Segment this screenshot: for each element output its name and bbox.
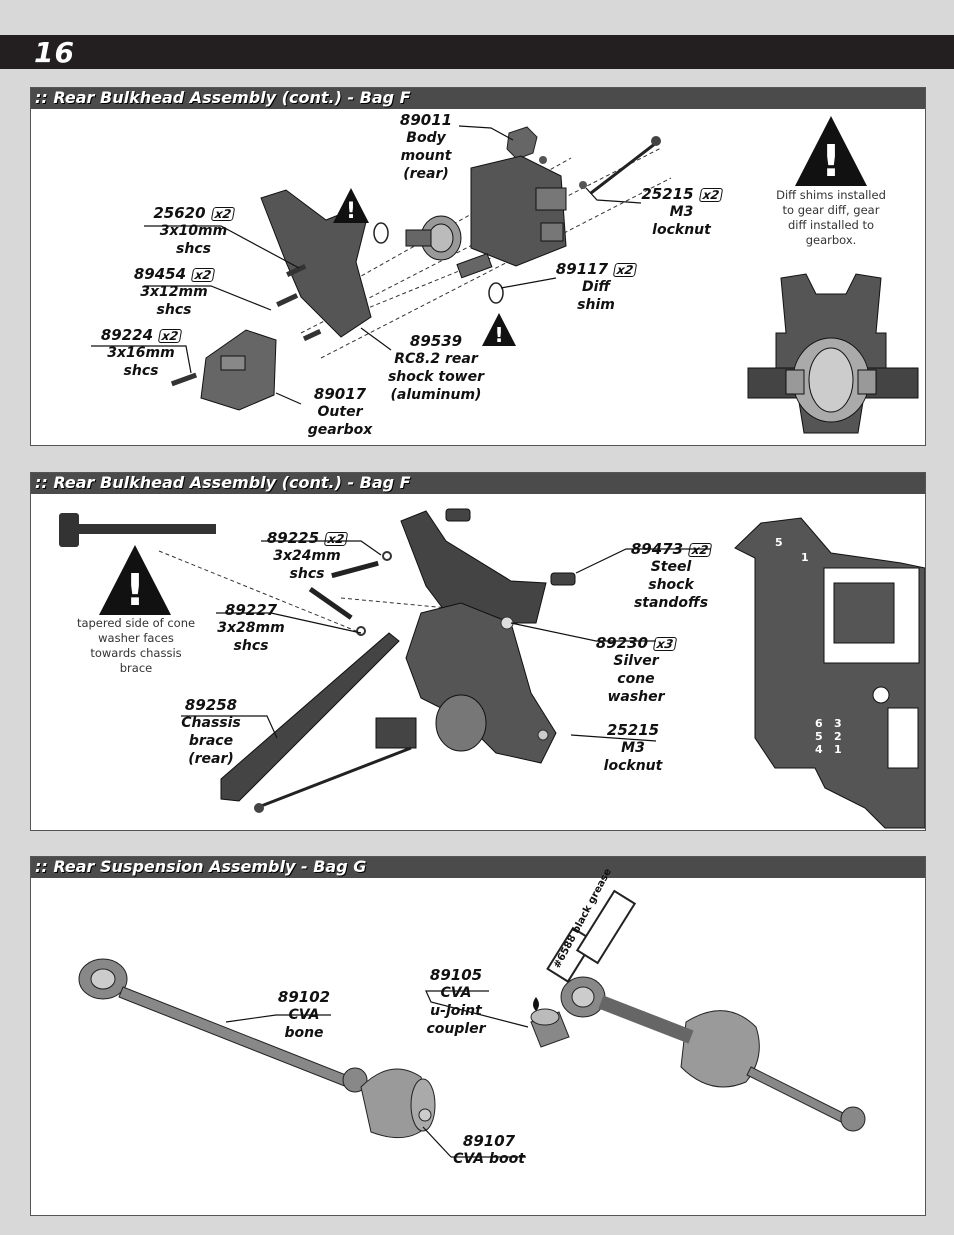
- diff-shim-note: Diff shims installed to gear diff, gear …: [776, 188, 886, 247]
- chassis-marker: 4: [815, 743, 823, 756]
- diff-shim-icon: [373, 222, 389, 244]
- svg-text:!: !: [494, 323, 503, 347]
- panel-title: :: Rear Bulkhead Assembly (cont.) - Bag …: [35, 88, 411, 107]
- chassis-marker: 3: [834, 717, 842, 730]
- chassis-marker: 1: [801, 551, 809, 564]
- diff-shim-icon: [488, 282, 504, 304]
- svg-text:!: !: [821, 136, 841, 187]
- warning-icon: !: [99, 545, 171, 616]
- panel-header: :: Rear Suspension Assembly - Bag G: [31, 857, 925, 878]
- bulkhead-icon: [470, 155, 567, 267]
- standoff-icon: [445, 508, 576, 586]
- svg-text:!: !: [346, 199, 356, 224]
- callout-m3-locknut: 25215 M3 locknut: [603, 721, 663, 774]
- callout-3x28-shcs: 89227 3x28mm shcs: [217, 601, 285, 654]
- grease-tube-icon: [533, 889, 637, 1011]
- chassis-plate-icon: [734, 517, 925, 829]
- warning-icon: !: [482, 313, 516, 347]
- body-mount-icon: [506, 126, 538, 160]
- exploded-diagram-cva: #6588 black grease: [78, 867, 866, 1158]
- chassis-marker: 5: [815, 730, 823, 743]
- warning-icon: !: [795, 116, 867, 187]
- cva-bone-icon: [78, 958, 368, 1093]
- cva-coupler-icon: [530, 1008, 570, 1048]
- panel-header: :: Rear Bulkhead Assembly (cont.) - Bag …: [31, 88, 925, 109]
- panel-rear-suspension: :: Rear Suspension Assembly - Bag G #658…: [30, 856, 926, 1216]
- hinge-pin-icon: [59, 513, 216, 547]
- panel-title: :: Rear Suspension Assembly - Bag G: [35, 857, 367, 876]
- svg-text:!: !: [125, 565, 145, 616]
- callout-cva-bone: 89102 CVA bone: [277, 988, 331, 1041]
- exploded-diagram-chassis-brace: !: [59, 508, 925, 829]
- cone-washer-note: tapered side of cone washer faces toward…: [76, 616, 196, 675]
- bulkhead-icon: [375, 602, 557, 764]
- chassis-marker: 5: [775, 536, 783, 549]
- chassis-marker: 2: [834, 730, 842, 743]
- cva-boot-icon: [360, 1068, 436, 1139]
- chassis-brace-icon: [220, 632, 412, 813]
- callout-outer-gearbox: 89017 Outer gearbox: [307, 385, 373, 438]
- panel-title: :: Rear Bulkhead Assembly (cont.) - Bag …: [35, 473, 411, 492]
- outer-gearbox-icon: [200, 329, 277, 411]
- long-screw-icon: [590, 136, 661, 195]
- chassis-marker: 6: [815, 717, 823, 730]
- panel-rear-bulkhead-1: :: Rear Bulkhead Assembly (cont.) - Bag …: [30, 87, 926, 446]
- chassis-marker: 1: [834, 743, 842, 756]
- panel-header: :: Rear Bulkhead Assembly (cont.) - Bag …: [31, 473, 925, 494]
- callout-shock-tower: 89539 RC8.2 rear shock tower (aluminum): [387, 332, 485, 403]
- assembled-gearbox-icon: [747, 273, 919, 434]
- page-header-bar: [0, 35, 954, 69]
- warning-icon: !: [333, 188, 369, 224]
- diff-gear-icon: [405, 215, 493, 279]
- screw-icons: [170, 263, 322, 387]
- page-number: 16: [34, 36, 75, 69]
- callout-cva-coupler: 89105 CVA u-joint coupler: [426, 966, 486, 1037]
- exploded-diagram-bulkhead: ! ! !: [91, 116, 919, 434]
- callout-body-mount: 89011 Body mount (rear): [399, 111, 453, 182]
- shock-tower-icon: [260, 189, 372, 338]
- callout-cva-boot: 89107 CVA boot: [453, 1132, 525, 1167]
- cva-assembly-icon: [560, 976, 866, 1132]
- screw-icons: [308, 560, 379, 620]
- callout-chassis-brace: 89258 Chassis brace (rear): [181, 696, 241, 767]
- panel-rear-bulkhead-2: :: Rear Bulkhead Assembly (cont.) - Bag …: [30, 472, 926, 831]
